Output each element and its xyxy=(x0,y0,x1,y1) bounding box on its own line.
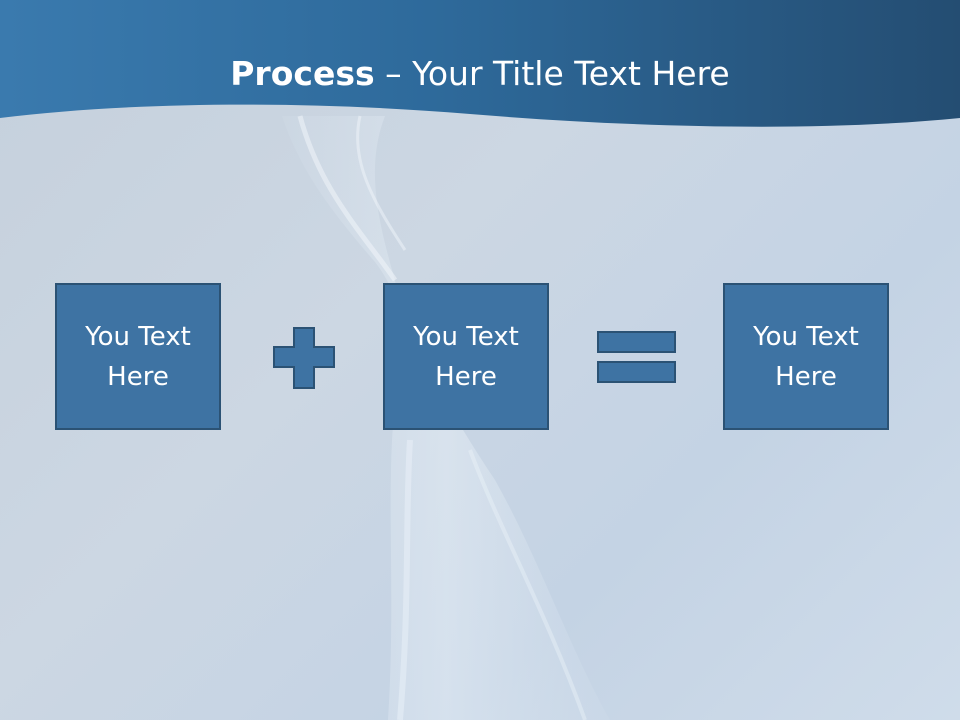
title-rest: – Your Title Text Here xyxy=(374,54,730,93)
process-box-2-text: You Text Here xyxy=(413,321,519,392)
header-wave xyxy=(0,0,960,127)
process-box-1[interactable]: You Text Here xyxy=(55,283,221,430)
title-bold: Process xyxy=(230,54,375,93)
process-box-3-text: You Text Here xyxy=(753,321,859,392)
process-box-2[interactable]: You Text Here xyxy=(383,283,549,430)
process-box-3[interactable]: You Text Here xyxy=(723,283,889,430)
slide-title: Process – Your Title Text Here xyxy=(0,52,960,96)
process-box-1-text: You Text Here xyxy=(85,321,191,392)
